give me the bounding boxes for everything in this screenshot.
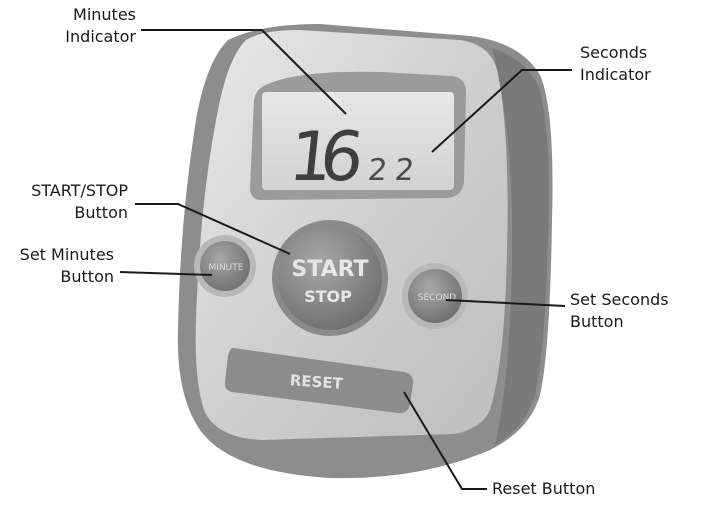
second-button[interactable] xyxy=(408,269,462,323)
leader-lines xyxy=(119,29,572,490)
set-seconds-leader xyxy=(445,299,566,307)
seconds-indicator-leader xyxy=(431,69,572,153)
reset-button-line1: Reset Button xyxy=(492,479,596,498)
start-label: START xyxy=(291,257,368,282)
minute-label: MINUTE xyxy=(209,263,244,273)
minutes-indicator-line1: Minutes xyxy=(73,5,136,24)
reset-button[interactable] xyxy=(224,347,414,414)
start-stop-button-label: START/STOP Button xyxy=(10,180,128,224)
seconds-indicator-label: Seconds Indicator xyxy=(580,42,651,86)
start-stop-leader xyxy=(135,203,291,255)
second-label: SECOND xyxy=(418,293,457,303)
set-minutes-leader xyxy=(119,271,213,276)
start-stop-line1: START/STOP xyxy=(31,181,128,200)
minutes-indicator-leader xyxy=(141,29,347,115)
set-minutes-line1: Set Minutes xyxy=(19,245,114,264)
set-seconds-line1: Set Seconds xyxy=(570,290,669,309)
set-minutes-line2: Button xyxy=(60,267,114,286)
reset-button-label: Reset Button xyxy=(492,478,595,500)
start-stop-button[interactable] xyxy=(278,226,382,330)
minute-button[interactable] xyxy=(200,241,250,291)
seconds-indicator-line2: Indicator xyxy=(580,65,651,84)
set-seconds-line2: Button xyxy=(570,312,624,331)
reset-leader xyxy=(403,391,487,490)
stop-label: STOP xyxy=(304,287,352,306)
start-stop-line2: Button xyxy=(74,203,128,222)
timer-side-band xyxy=(492,48,549,445)
lcd-screen xyxy=(262,92,454,190)
minutes-indicator-label: Minutes Indicator xyxy=(50,4,136,48)
seconds-indicator-line1: Seconds xyxy=(580,43,648,62)
minutes-indicator-line2: Indicator xyxy=(65,27,136,46)
reset-label: RESET xyxy=(289,371,344,393)
set-minutes-button-label: Set Minutes Button xyxy=(4,244,114,288)
set-seconds-button-label: Set Seconds Button xyxy=(570,289,669,333)
minutes-digits: 16 xyxy=(285,118,367,197)
